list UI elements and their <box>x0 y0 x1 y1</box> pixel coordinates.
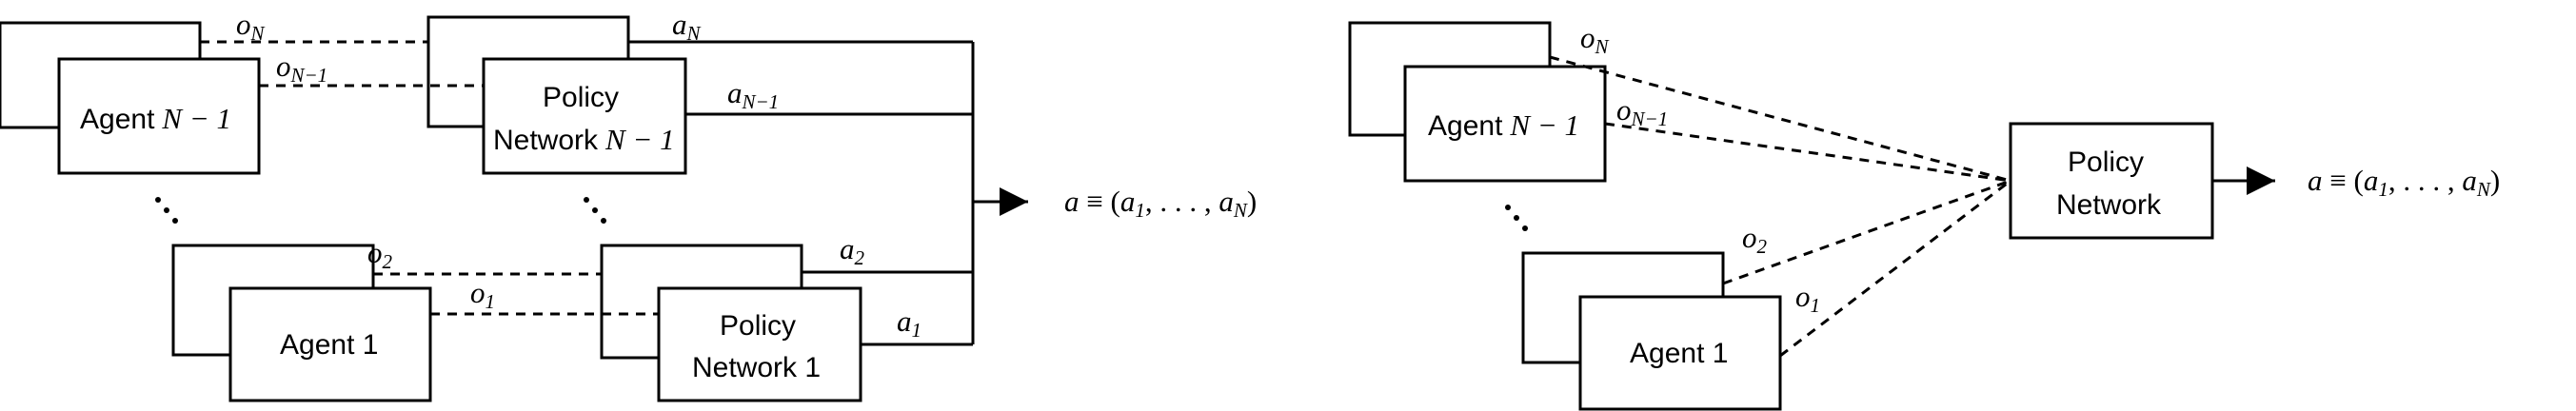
r-link-o-n-1 <box>1604 122 2011 183</box>
policy-1-label-line2: Network 1 <box>692 352 821 383</box>
r-agent-n-1-box <box>1403 65 1607 183</box>
r-link-o-2 <box>1722 179 2011 285</box>
r-label-o-2: o2 <box>1742 221 1768 258</box>
label-o-n-1: oN−1 <box>276 49 327 87</box>
r-agent-1-label: Agent 1 <box>1630 338 1728 369</box>
r-link-o-1 <box>1779 179 2011 358</box>
policy-1-label-line1: Policy <box>720 310 796 342</box>
policy-n-1-box <box>482 57 687 175</box>
label-a-n: aN <box>672 8 702 45</box>
label-o-2: o2 <box>367 236 393 273</box>
r-agent-1-box <box>1578 295 1782 411</box>
r-label-o-n-1: oN−1 <box>1616 93 1668 130</box>
ellipsis-agents-left <box>155 197 178 224</box>
label-o-1: o1 <box>470 276 495 313</box>
agent-1-box <box>228 286 432 402</box>
r-label-o-n: oN <box>1580 21 1610 58</box>
r-policy-box <box>2009 122 2214 240</box>
joint-action-formula-right: a ≡ (a1, . . . , aN) <box>2308 164 2500 201</box>
label-o-n: oN <box>236 8 266 45</box>
ellipsis-agents-right <box>1505 205 1528 231</box>
label-a-n-1: aN−1 <box>727 76 779 113</box>
label-a-1: a1 <box>897 304 921 342</box>
agent-n-1-box <box>57 57 261 175</box>
r-link-o-n <box>1549 55 2011 183</box>
policy-1-box <box>657 286 862 402</box>
r-policy-label-line1: Policy <box>2068 147 2144 178</box>
label-a-2: a2 <box>840 232 865 269</box>
joint-action-formula-left: a ≡ (a1, . . . , aN) <box>1064 185 1257 222</box>
r-policy-label-line2: Network <box>2056 189 2162 221</box>
r-label-o-1: o1 <box>1795 280 1820 317</box>
agent-1-label: Agent 1 <box>280 329 378 361</box>
ellipsis-policies-left <box>584 197 606 224</box>
policy-n-1-label-line1: Policy <box>543 82 619 113</box>
